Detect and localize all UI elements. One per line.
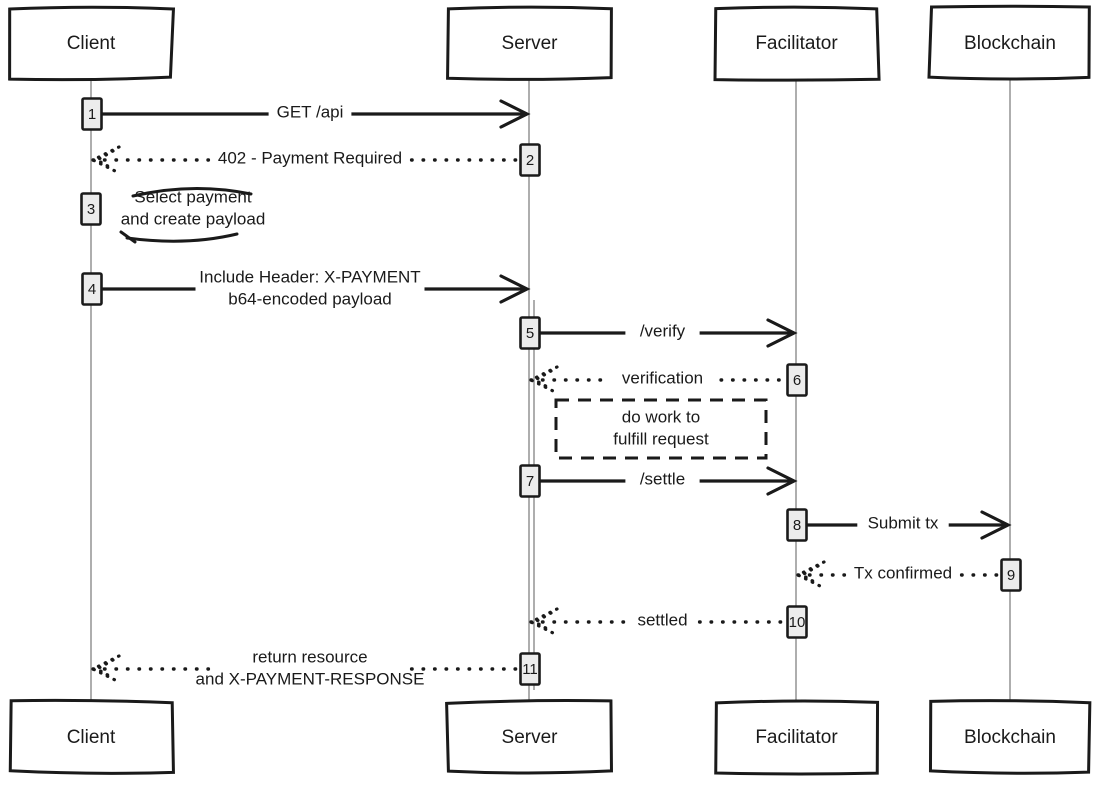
step-badge-6[interactable]: 6 <box>788 365 807 396</box>
step-badge-label-10: 10 <box>789 614 806 631</box>
participant-box-blockchain-bottom: Blockchain <box>930 701 1089 774</box>
step-badge-5[interactable]: 5 <box>521 318 540 349</box>
step-badge-3[interactable]: 3 <box>82 194 101 225</box>
notes-group: do work to fulfill request <box>556 400 766 458</box>
step-badge-label-7: 7 <box>526 473 534 490</box>
step-badge-4[interactable]: 4 <box>83 274 102 305</box>
message-label-3: and create payload <box>121 209 266 228</box>
participant-boxes-group: ClientClientServerServerFacilitatorFacil… <box>10 6 1090 774</box>
participant-box-facilitator-bottom: Facilitator <box>716 701 878 774</box>
participant-box-server-bottom: Server <box>447 701 612 773</box>
note-label-do-work: do work to <box>622 407 700 426</box>
step-badge-label-4: 4 <box>88 281 96 298</box>
step-badge-2[interactable]: 2 <box>521 145 540 176</box>
message-label-4: Include Header: X-PAYMENT <box>199 267 420 286</box>
message-label-5: /verify <box>640 321 686 340</box>
self-loop-arrow-3 <box>121 232 135 242</box>
message-label-2: 402 - Payment Required <box>218 148 402 167</box>
step-badge-7[interactable]: 7 <box>521 466 540 497</box>
participant-label-blockchain-bottom: Blockchain <box>964 727 1056 748</box>
step-badge-label-9: 9 <box>1007 567 1015 584</box>
participant-label-server-top: Server <box>502 33 559 54</box>
note-do-work: do work to fulfill request <box>556 400 766 458</box>
participant-label-client-top: Client <box>67 33 116 54</box>
message-label-6: verification <box>622 368 703 387</box>
message-label-11: return resource <box>252 647 367 666</box>
step-badge-label-11: 11 <box>522 661 538 678</box>
message-label-8: Submit tx <box>868 513 939 532</box>
message-label-9: Tx confirmed <box>854 563 952 582</box>
message-label-11: and X-PAYMENT-RESPONSE <box>196 669 425 688</box>
step-badge-8[interactable]: 8 <box>788 510 807 541</box>
message-label-7: /settle <box>640 469 685 488</box>
participant-box-blockchain-top: Blockchain <box>929 6 1089 79</box>
message-label-4: b64-encoded payload <box>228 289 392 308</box>
participant-box-client-top: Client <box>10 7 174 79</box>
step-badge-11[interactable]: 11 <box>521 654 540 685</box>
message-label-1: GET /api <box>277 102 344 121</box>
participant-label-blockchain-top: Blockchain <box>964 33 1056 54</box>
step-badge-label-2: 2 <box>526 152 534 169</box>
participant-label-client-bottom: Client <box>67 727 116 748</box>
self-loop-arc-bottom-3 <box>127 234 237 241</box>
step-badge-label-1: 1 <box>88 106 96 123</box>
step-badge-9[interactable]: 9 <box>1002 560 1021 591</box>
message-label-10: settled <box>637 610 687 629</box>
participant-box-client-bottom: Client <box>10 700 173 773</box>
message-label-3: Select payment <box>134 187 251 206</box>
step-badge-label-6: 6 <box>793 372 801 389</box>
step-badge-10[interactable]: 10 <box>788 607 807 638</box>
participant-box-facilitator-top: Facilitator <box>715 7 879 80</box>
step-badge-label-3: 3 <box>87 201 95 218</box>
participant-label-facilitator-bottom: Facilitator <box>755 727 838 748</box>
step-badge-label-8: 8 <box>793 517 801 534</box>
participant-label-facilitator-top: Facilitator <box>755 33 838 54</box>
participant-box-server-top: Server <box>448 7 612 79</box>
step-badge-label-5: 5 <box>526 325 534 342</box>
participant-label-server-bottom: Server <box>502 727 559 748</box>
note-label-do-work: fulfill request <box>613 429 709 448</box>
messages-group: GET /api 402 - Payment RequiredSelect pay… <box>93 101 1008 688</box>
step-badge-1[interactable]: 1 <box>83 99 102 130</box>
